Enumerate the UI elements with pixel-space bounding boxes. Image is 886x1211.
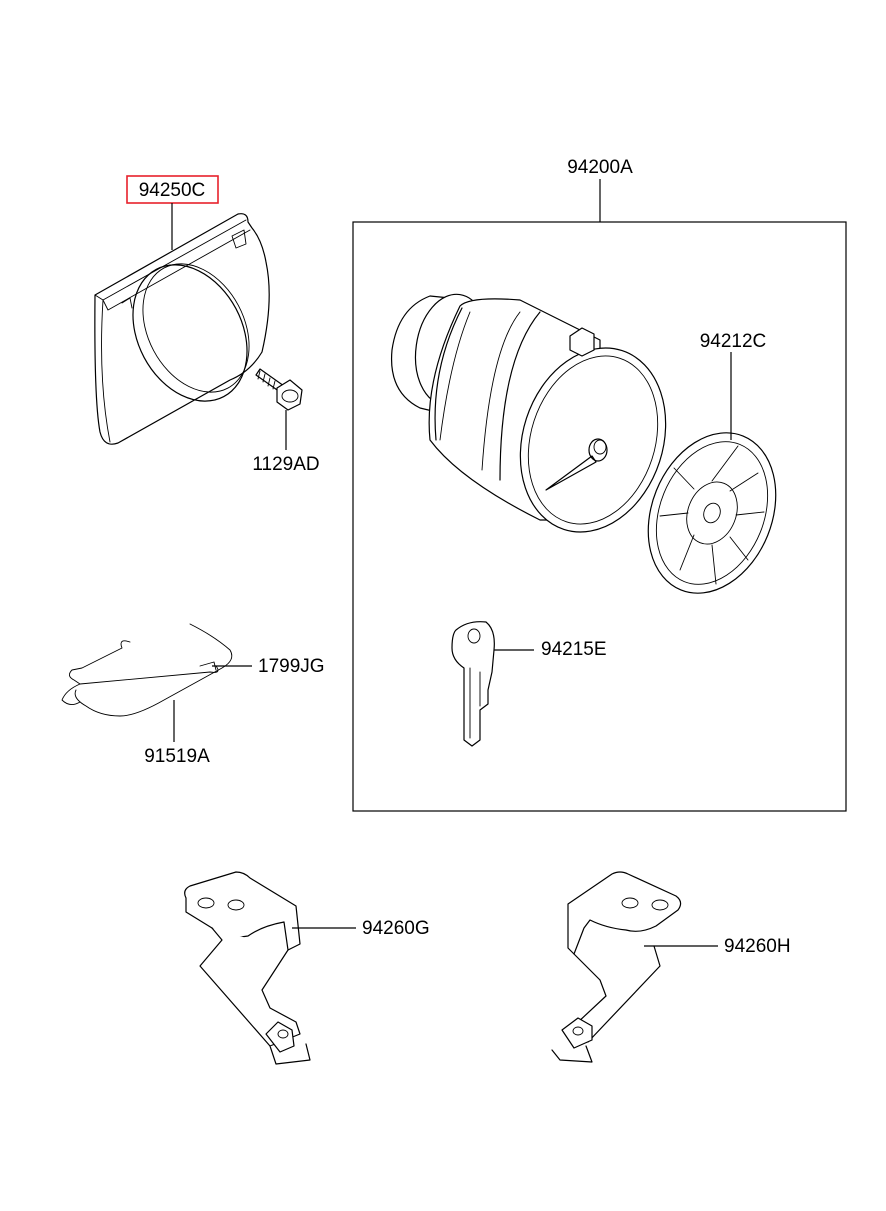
part-label-94215E[interactable]: 94215E bbox=[541, 639, 607, 660]
part-label-94250C[interactable]: 94250C bbox=[139, 180, 206, 201]
part-label-91519A[interactable]: 91519A bbox=[144, 746, 210, 767]
bracket-94260G[interactable] bbox=[184, 871, 311, 1065]
gauge-housing-94250C[interactable] bbox=[94, 213, 270, 445]
part-label-94260H[interactable]: 94260H bbox=[724, 936, 791, 957]
key-94215E[interactable] bbox=[451, 621, 495, 747]
dial-plate-94212C[interactable] bbox=[625, 414, 798, 613]
part-label-1799JG[interactable]: 1799JG bbox=[258, 656, 325, 677]
part-label-94260G[interactable]: 94260G bbox=[362, 918, 430, 939]
part-label-94212C[interactable]: 94212C bbox=[700, 331, 767, 352]
gauge-meter[interactable] bbox=[390, 290, 689, 551]
bracket-94260H[interactable] bbox=[551, 871, 682, 1063]
wiring-harness-91519A[interactable] bbox=[61, 623, 233, 717]
part-label-1129AD[interactable]: 1129AD bbox=[252, 454, 319, 475]
screw-1129AD[interactable] bbox=[255, 368, 303, 411]
part-label-94200A[interactable]: 94200A bbox=[567, 157, 633, 178]
